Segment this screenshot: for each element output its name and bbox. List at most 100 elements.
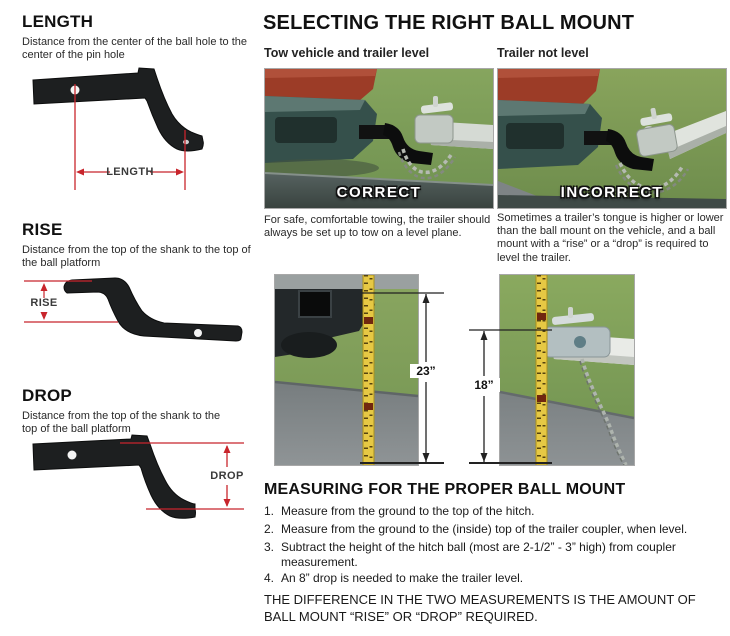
pavement	[275, 383, 418, 465]
safety-chain	[401, 148, 453, 174]
hitch-receiver	[584, 131, 612, 145]
measuring-step: 1. Measure from the ground to the top of…	[264, 504, 714, 519]
measuring-tape	[535, 275, 548, 465]
incorrect-photo-label: Trailer not level	[497, 46, 589, 60]
step-number: 3.	[264, 540, 275, 554]
truck-bed-shadow	[265, 69, 377, 78]
coupler-measure-arrowheads	[480, 331, 488, 462]
length-section-title: LENGTH	[22, 12, 94, 31]
pavement	[500, 393, 634, 465]
rise-section-description: Distance from the top of the shank to th…	[22, 244, 251, 269]
curb-edge	[275, 380, 418, 398]
safety-chain	[580, 358, 628, 465]
measurement-annotations	[360, 292, 552, 464]
drop-arrowheads	[223, 445, 231, 507]
page-title: SELECTING THE RIGHT BALL MOUNT	[263, 12, 635, 34]
bumper-top-face	[265, 96, 365, 112]
coupler-latch	[551, 313, 595, 325]
measuring-conclusion: THE DIFFERENCE IN THE TWO MEASUREMENTS I…	[264, 592, 696, 624]
drop-section-description: Distance from the top of the shank to th…	[22, 410, 221, 435]
pin-hole	[67, 450, 77, 460]
ball-mount	[606, 129, 654, 171]
trailer-coupler	[414, 114, 454, 144]
coupler-measure-lines	[469, 329, 552, 464]
coupler-latch	[420, 102, 454, 114]
incorrect-photo-drawing	[498, 69, 726, 208]
hitch-height-photo	[274, 274, 419, 466]
hitch-receiver	[359, 125, 389, 139]
trailer-tongue-shade	[668, 126, 726, 159]
pavement	[265, 173, 493, 208]
ball-mount-silhouette	[32, 434, 196, 519]
bumper-top-face	[498, 100, 590, 116]
rise-diagram-drawing	[24, 277, 243, 342]
latch-handle	[433, 96, 438, 107]
tape-number-patch	[537, 313, 546, 320]
incorrect-towing-photo: INCORRECT	[497, 68, 727, 209]
measuring-section-title: MEASURING FOR THE PROPER BALL MOUNT	[264, 481, 626, 498]
step-text: An 8” drop is needed to make the trailer…	[281, 571, 524, 585]
ground-shadow	[265, 159, 379, 177]
coupler-height-value: 18”	[468, 378, 500, 392]
tape-number-patch	[364, 403, 373, 410]
coupler-height-photo	[499, 274, 635, 466]
measuring-step: 3. Subtract the height of the hitch ball…	[264, 540, 704, 571]
incorrect-overlay-text: INCORRECT	[560, 184, 664, 201]
truck-bed-shadow	[498, 69, 600, 78]
truck-bed	[265, 69, 377, 105]
step-number: 2.	[264, 522, 275, 536]
hitch-measure-arrowheads	[422, 294, 430, 462]
bumper-recess	[506, 123, 564, 149]
step-number: 4.	[264, 571, 275, 585]
curb-edge	[265, 172, 493, 186]
trailer-coupler	[636, 124, 678, 157]
length-diagram: LENGTH	[28, 66, 228, 196]
spare-tire	[281, 332, 337, 358]
bumper-recess	[275, 117, 337, 143]
latch-handle	[650, 107, 657, 120]
rise-arrowheads	[40, 283, 48, 320]
correct-photo-caption: For safe, comfortable towing, the traile…	[264, 214, 491, 240]
ball-mount	[383, 123, 433, 165]
coupler-photo-drawing	[500, 275, 634, 465]
drop-diagram-drawing	[32, 434, 244, 519]
drop-section-title: DROP	[22, 386, 72, 405]
safety-chain	[579, 360, 625, 465]
pin-hole	[194, 329, 202, 337]
correct-overlay-text: CORRECT	[336, 184, 422, 201]
drop-diagram-label: DROP	[210, 470, 244, 482]
drop-diagram: DROP	[24, 434, 250, 529]
hitch-receiver	[298, 290, 332, 318]
correct-photo-label: Tow vehicle and trailer level	[264, 46, 430, 60]
latch-handle	[568, 307, 573, 318]
hitch-measure-lines	[360, 292, 444, 464]
tape-number-patch	[364, 317, 373, 324]
ball-hole	[183, 139, 189, 145]
length-diagram-label: LENGTH	[106, 166, 154, 178]
ball-mount-silhouette	[63, 277, 243, 342]
tape-number-patch	[537, 395, 546, 402]
measurement-figure: 23” 18”	[264, 266, 730, 476]
measuring-step: 2. Measure from the ground to the (insid…	[264, 522, 714, 537]
incorrect-photo-caption: Sometimes a trailer’s tongue is higher o…	[497, 212, 724, 264]
curb-edge	[500, 390, 634, 420]
correct-towing-photo: CORRECT	[264, 68, 494, 209]
truck-bed	[498, 69, 600, 109]
safety-chain	[618, 162, 684, 190]
rise-section-title: RISE	[22, 220, 63, 239]
coupler-detail	[574, 336, 586, 348]
hitch-height-value: 23”	[410, 364, 442, 378]
measuring-step: 4. An 8” drop is needed to make the trai…	[264, 571, 714, 586]
length-diagram-drawing	[32, 67, 204, 190]
length-arrowheads	[76, 168, 184, 176]
truck-bumper-strip	[275, 275, 418, 289]
step-text: Measure from the ground to the (inside) …	[281, 522, 688, 536]
rise-diagram: RISE	[22, 268, 252, 360]
rise-diagram-label: RISE	[30, 297, 58, 309]
safety-chain	[397, 151, 457, 180]
step-text: Measure from the ground to the top of th…	[281, 504, 535, 518]
ball-mount-silhouette	[32, 67, 204, 152]
hitch-photo-drawing	[275, 275, 418, 465]
length-measure-lines	[74, 84, 186, 190]
